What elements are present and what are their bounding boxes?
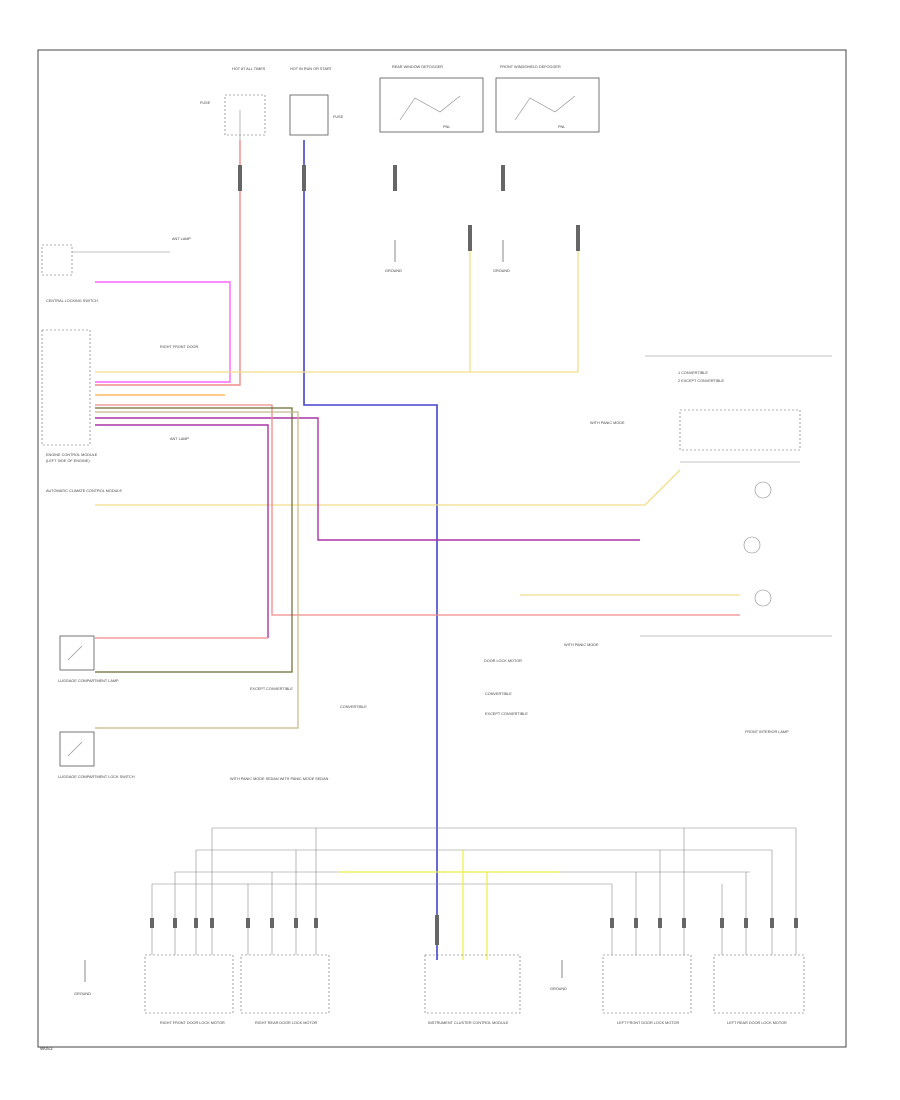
fuse-block-hot-at-all-times: HOT AT ALL TIMES FUSE xyxy=(200,67,266,140)
svg-text:LEFT FRONT DOOR LOCK MOTOR: LEFT FRONT DOOR LOCK MOTOR xyxy=(617,1021,679,1025)
climate-control-module: AUTOMATIC CLIMATE CONTROL MODULE xyxy=(46,489,122,493)
wire-olive xyxy=(95,407,293,673)
svg-text:HOT IN RUN OR START: HOT IN RUN OR START xyxy=(290,67,333,71)
svg-text:CONVERTIBLE: CONVERTIBLE xyxy=(485,692,512,696)
svg-text:ENGINE CONTROL MODULE: ENGINE CONTROL MODULE xyxy=(46,453,98,457)
svg-text:ANT LAMP: ANT LAMP xyxy=(172,237,191,241)
wire-yellow-top xyxy=(95,240,579,373)
svg-text:FUSE: FUSE xyxy=(200,101,211,105)
rear-window-defogger: REAR WINDOW DEFOGGER PNL xyxy=(379,65,484,133)
wire-blue xyxy=(303,140,438,960)
svg-text:INSTRUMENT CLUSTER CONTROL MOD: INSTRUMENT CLUSTER CONTROL MODULE xyxy=(428,1021,509,1025)
legend-convertible: 1 CONVERTIBLE xyxy=(678,371,708,375)
svg-text:RIGHT FRONT DOOR LOCK MOTOR: RIGHT FRONT DOOR LOCK MOTOR xyxy=(160,1021,225,1025)
luggage-notes: WITH PANIC MODE SEDAN WITH PANIC MODE SE… xyxy=(230,777,329,781)
wire-purple xyxy=(95,424,269,638)
svg-text:(LEFT SIDE OF ENGINE): (LEFT SIDE OF ENGINE) xyxy=(46,459,90,463)
svg-text:CENTRAL LOCKING SWITCH: CENTRAL LOCKING SWITCH xyxy=(46,299,98,303)
bottom-bus-lines xyxy=(152,827,796,960)
right-rear-door-lock-motor: RIGHT REAR DOOR LOCK MOTOR xyxy=(240,954,330,1025)
svg-text:LUGGAGE COMPARTMENT LAMP: LUGGAGE COMPARTMENT LAMP xyxy=(58,679,119,683)
central-locking-switch: CENTRAL LOCKING SWITCH ANT LAMP xyxy=(41,237,191,303)
bottom-drops xyxy=(151,828,797,955)
svg-text:GROUND: GROUND xyxy=(385,269,402,273)
svg-text:EXCEPT CONVERTIBLE: EXCEPT CONVERTIBLE xyxy=(485,712,528,716)
connector-pins-top xyxy=(238,165,580,945)
luggage-compartment-lamp-switch: LUGGAGE COMPARTMENT LAMP xyxy=(58,635,119,683)
ground-symbol-3: GROUND xyxy=(74,960,91,996)
fuse-block-hot-in-run: HOT IN RUN OR START FUSE xyxy=(289,67,344,136)
svg-text:AUTOMATIC CLIMATE CONTROL MODU: AUTOMATIC CLIMATE CONTROL MODULE xyxy=(46,489,122,493)
svg-text:REAR WINDOW DEFOGGER: REAR WINDOW DEFOGGER xyxy=(392,65,443,69)
wire-red-mid xyxy=(95,404,740,616)
ground-symbol-2: GROUND xyxy=(493,240,510,273)
svg-text:WITH PANIC MODE: WITH PANIC MODE xyxy=(564,643,599,647)
svg-text:GROUND: GROUND xyxy=(74,992,91,996)
svg-text:LEFT REAR DOOR LOCK MOTOR: LEFT REAR DOOR LOCK MOTOR xyxy=(727,1021,787,1025)
svg-text:RIGHT REAR DOOR LOCK MOTOR: RIGHT REAR DOOR LOCK MOTOR xyxy=(255,1021,318,1025)
svg-text:ANT LAMP: ANT LAMP xyxy=(170,437,189,441)
svg-text:GROUND: GROUND xyxy=(493,269,510,273)
svg-text:FRONT WINDSHIELD DEFOGGER: FRONT WINDSHIELD DEFOGGER xyxy=(500,65,561,69)
connector-pins-bottom xyxy=(150,918,798,928)
diagram-frame xyxy=(37,49,847,1048)
svg-text:FRONT INTERIOR LAMP: FRONT INTERIOR LAMP xyxy=(745,730,789,734)
svg-text:PNL: PNL xyxy=(558,125,565,129)
convertible-note: CONVERTIBLE xyxy=(340,705,367,709)
instrument-cluster-module: INSTRUMENT CLUSTER CONTROL MODULE xyxy=(424,954,521,1025)
wire-yellow-right xyxy=(95,469,681,506)
hybrid-control-module: ENGINE CONTROL MODULE (LEFT SIDE OF ENGI… xyxy=(41,329,199,463)
wire-purple-2 xyxy=(95,417,640,541)
left-front-door-lock-motor: LEFT FRONT DOOR LOCK MOTOR xyxy=(602,954,692,1025)
svg-text:RIGHT FRONT DOOR: RIGHT FRONT DOOR xyxy=(160,345,199,349)
right-front-door-lock-motor: RIGHT FRONT DOOR LOCK MOTOR xyxy=(144,954,234,1025)
svg-text:DOOR LOCK MOTOR: DOOR LOCK MOTOR xyxy=(484,659,522,663)
luggage-compartment-lock-switch: LUGGAGE COMPARTMENT LOCK SWITCH xyxy=(58,731,135,779)
wire-pink xyxy=(95,281,231,383)
wire-red-fuse xyxy=(95,140,241,386)
legend-except-convertible: 2 EXCEPT CONVERTIBLE xyxy=(678,379,725,383)
front-windshield-defogger: FRONT WINDSHIELD DEFOGGER PNL xyxy=(495,65,600,133)
left-rear-door-lock-motor: LEFT REAR DOOR LOCK MOTOR xyxy=(713,954,805,1025)
except-convertible-note: EXCEPT CONVERTIBLE xyxy=(250,687,293,691)
page-label: W0S3 xyxy=(40,1046,53,1051)
front-interior-lamp: WITH PANIC MODE FRONT INTERIOR LAMP WITH… xyxy=(484,409,832,734)
svg-text:GROUND: GROUND xyxy=(550,987,567,991)
svg-text:WITH PANIC MODE: WITH PANIC MODE xyxy=(590,421,625,425)
svg-text:LUGGAGE COMPARTMENT LOCK SWITC: LUGGAGE COMPARTMENT LOCK SWITCH xyxy=(58,775,135,779)
wire-tan xyxy=(95,411,299,729)
ground-symbol-1: GROUND xyxy=(385,240,402,273)
svg-text:HOT AT ALL TIMES: HOT AT ALL TIMES xyxy=(232,67,266,71)
ground-symbol-4: GROUND xyxy=(550,960,567,991)
svg-text:FUSE: FUSE xyxy=(333,115,344,119)
svg-text:PNL: PNL xyxy=(443,125,450,129)
